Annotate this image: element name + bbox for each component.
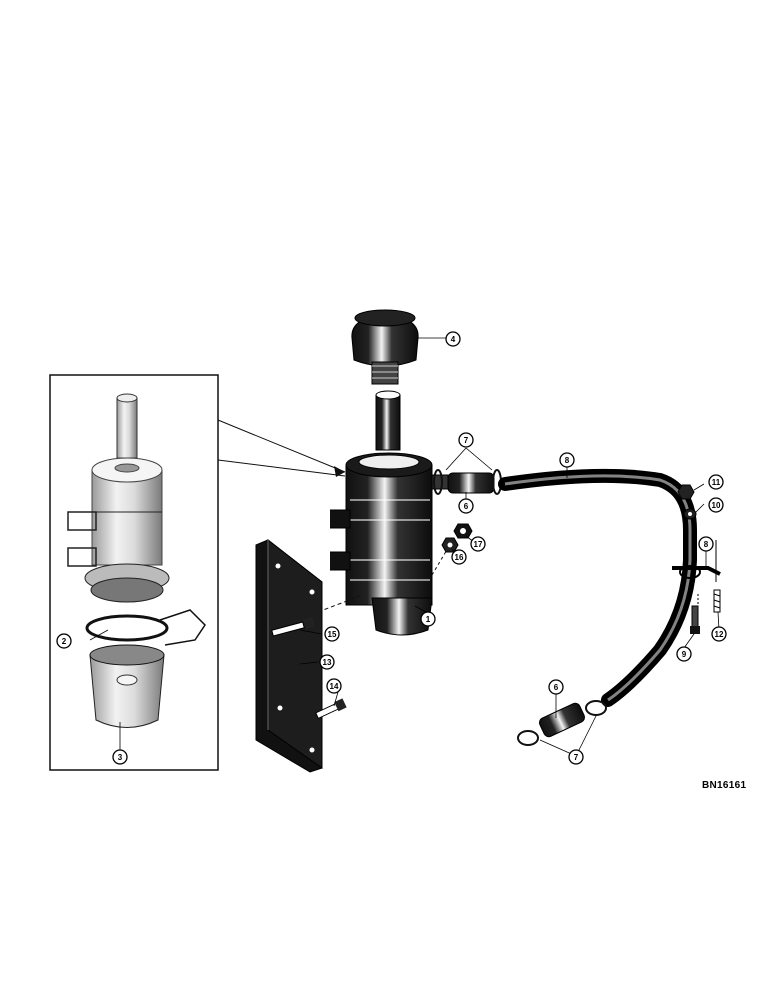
callout-circle [708,474,724,490]
callout-circle [458,432,474,448]
callout-number: 7 [464,436,469,445]
alignment-dashed-line [431,547,449,576]
callout-number: 7 [574,753,579,762]
callout-number: 9 [682,650,687,659]
callout-c9: 9 [676,646,692,662]
mounting-bracket [255,538,323,773]
inset-frame [49,374,219,771]
nut-16 [441,537,459,553]
bolt-15 [271,616,316,637]
callout-circle [708,497,724,513]
bolt-14 [315,698,347,720]
washer-10 [683,508,697,520]
callout-number: 3 [118,753,123,762]
inset-leader-line [217,459,346,477]
callout-circle [445,331,461,347]
callout-number: 16 [455,553,464,562]
callout-c8b: 8 [698,536,714,552]
callout-c7a: 7 [458,432,474,448]
callout-number: 12 [715,630,724,639]
callout-c10: 10 [708,497,724,513]
callout-circle [326,678,342,694]
callout-c15: 15 [324,626,340,642]
callout-c2: 2 [56,633,72,649]
alignment-dashed-line [317,595,361,613]
callout-circle [324,626,340,642]
callout-c6b: 6 [548,679,564,695]
callout-number: 13 [323,658,332,667]
callout-c14: 14 [326,678,342,694]
callout-number: 15 [328,630,337,639]
callout-c3: 3 [112,749,128,765]
callout-number: 6 [554,683,559,692]
callout-number: 11 [712,478,721,487]
callout-c7b: 7 [568,749,584,765]
callout-circle [698,536,714,552]
callout-number: 8 [704,540,709,549]
washer-17 [453,523,473,539]
callout-circle [711,626,727,642]
bolt-9 [690,605,700,634]
callout-circle [470,536,486,552]
callout-circle [676,646,692,662]
hose-lower [517,700,607,746]
inset-detail [49,374,346,771]
bolt-12 [713,589,721,613]
callout-number: 14 [330,682,339,691]
callout-circle [112,749,128,765]
callout-c8a: 8 [559,452,575,468]
callout-c16: 16 [451,549,467,565]
callout-number: 4 [451,335,456,344]
callout-number: 1 [426,615,431,624]
callout-number: 10 [712,501,721,510]
callout-number: 6 [464,502,469,511]
callout-circle [451,549,467,565]
callout-c12: 12 [711,626,727,642]
callout-number: 17 [474,540,483,549]
callout-c13: 13 [319,654,335,670]
callout-circle [56,633,72,649]
air-cleaner-body [330,309,449,636]
callout-circle [458,498,474,514]
callout-c11: 11 [708,474,724,490]
callout-c1: 1 [420,611,436,627]
hose-upper [433,469,502,495]
callout-c4: 4 [445,331,461,347]
callout-circle [420,611,436,627]
callout-number: 2 [62,637,67,646]
callout-circle [319,654,335,670]
callout-circle [568,749,584,765]
inset-leader-line [217,419,346,473]
callout-circle [548,679,564,695]
callout-c17: 17 [470,536,486,552]
nut-11 [677,484,695,500]
callout-c6a: 6 [458,498,474,514]
callout-circle [559,452,575,468]
callout-number: 8 [565,456,570,465]
figure-code: BN16161 [702,780,747,791]
